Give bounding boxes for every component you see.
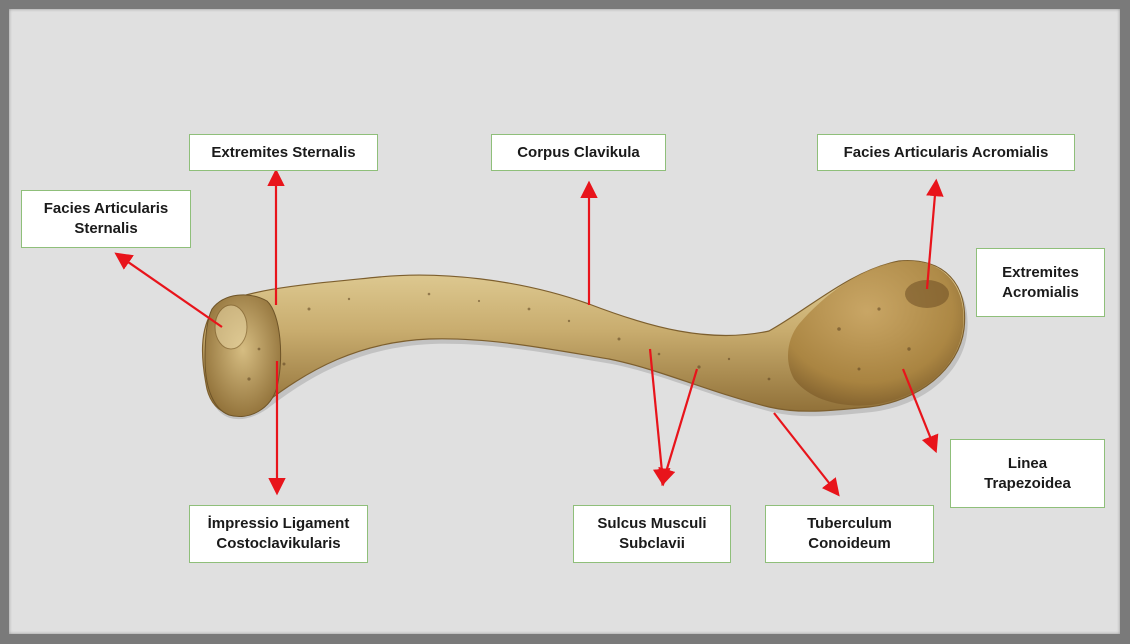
clavicle-diagram	[9, 9, 1120, 634]
diagram-canvas: Facies Articularis Sternalis Extremites …	[9, 9, 1120, 634]
label-line: Conoideum	[808, 534, 891, 554]
label-line: Extremites Sternalis	[211, 143, 355, 163]
label-extremites-acromialis: Extremites Acromialis	[976, 248, 1105, 317]
arrow-tuberculum-conoideum	[774, 413, 837, 493]
label-impressio-ligament: İmpressio Ligament Costoclavikularis	[189, 505, 368, 563]
sternal-facet	[215, 305, 247, 349]
label-line: Sternalis	[74, 219, 137, 239]
arrow-facies-articularis-sternalis	[118, 255, 222, 327]
label-tuberculum-conoideum: Tuberculum Conoideum	[765, 505, 934, 563]
label-line: Facies Articularis	[44, 199, 169, 219]
label-line: Linea	[1008, 454, 1047, 474]
label-extremites-sternalis: Extremites Sternalis	[189, 134, 378, 171]
label-line: Tuberculum	[807, 514, 892, 534]
label-line: Subclavii	[619, 534, 685, 554]
label-line: Facies Articularis Acromialis	[844, 143, 1049, 163]
label-line: Extremites	[1002, 263, 1079, 283]
label-sulcus-musculi-subclavii: Sulcus Musculi Subclavii	[573, 505, 731, 563]
label-linea-trapezoidea: Linea Trapezoidea	[950, 439, 1105, 508]
arrow-sulcus-2	[663, 369, 697, 482]
label-facies-articularis-acromialis: Facies Articularis Acromialis	[817, 134, 1075, 171]
label-line: Corpus Clavikula	[517, 143, 640, 163]
label-corpus-clavikula: Corpus Clavikula	[491, 134, 666, 171]
label-line: Costoclavikularis	[216, 534, 340, 554]
label-line: Trapezoidea	[984, 474, 1071, 494]
label-facies-articularis-sternalis: Facies Articularis Sternalis	[21, 190, 191, 248]
label-line: Acromialis	[1002, 283, 1079, 303]
label-line: Sulcus Musculi	[597, 514, 706, 534]
label-line: İmpressio Ligament	[208, 514, 350, 534]
